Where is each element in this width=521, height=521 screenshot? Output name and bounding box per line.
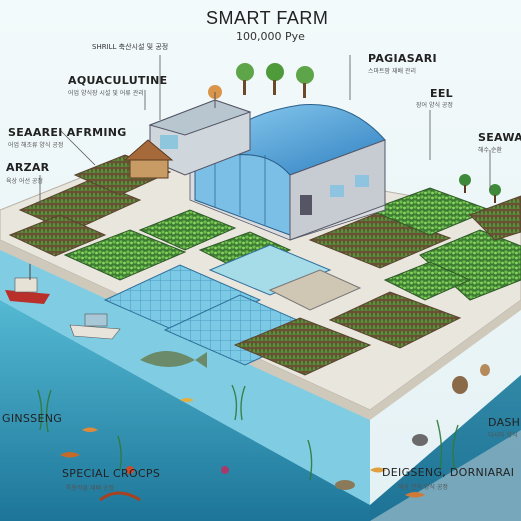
label-arzar-note: 육상 어선 공정: [6, 178, 43, 185]
label-shrill: SHRILL 축산시설 및 공정: [92, 42, 168, 52]
trees-right: [459, 174, 501, 203]
crop-plots-right: [233, 187, 521, 376]
label-seaweed-farming-note: 어업 해조류 양식 공정: [8, 142, 64, 149]
label-shrill-text: SHRILL: [92, 43, 117, 51]
label-special-crops: SPECIAL CROCPS: [62, 467, 161, 480]
label-deigseng-note: 해삼 전복 양식 공정: [398, 484, 448, 491]
label-dashia-note: 다시마 양식: [488, 432, 518, 439]
page-title: SMART FARM: [206, 8, 329, 28]
label-aquaculture: AQUACULUTINE: [68, 74, 168, 87]
label-arzar: ARZAR: [6, 161, 50, 174]
page-subtitle: 100,000 Pye: [236, 30, 305, 43]
boat-center: [69, 313, 121, 340]
label-dashia: DASHIA: [488, 416, 521, 429]
label-pagiasari-note: 스마트팜 재배 관리: [368, 68, 416, 75]
label-shrill-note: 축산시설 및 공정: [118, 43, 169, 51]
boat-left: [5, 262, 50, 304]
water-basin: [0, 240, 521, 521]
label-deigseng: DEIGSENG, DORNIARAI: [382, 466, 515, 479]
fish-group: [60, 351, 490, 502]
label-seawater: SEAWARI: [478, 131, 521, 144]
label-eel-note: 장어 양식 공정: [416, 102, 453, 109]
label-seawater-note: 해수 순환: [478, 147, 502, 154]
annotation-leaders: [39, 55, 491, 205]
label-ginseng: GINSSENG: [2, 412, 63, 425]
label-special-crops-note: 특용작물 재배 공정: [66, 485, 114, 492]
hut: [123, 139, 174, 179]
label-eel: EEL: [430, 87, 453, 100]
label-aquaculture-note: 어업 양식장 시설 및 어류 관리: [68, 90, 144, 97]
label-pagiasari: PAGIASARI: [368, 52, 437, 65]
rooftop-pavilion: [148, 63, 314, 176]
label-seaweed-farming: SEAAREI AFRMING: [8, 126, 127, 139]
